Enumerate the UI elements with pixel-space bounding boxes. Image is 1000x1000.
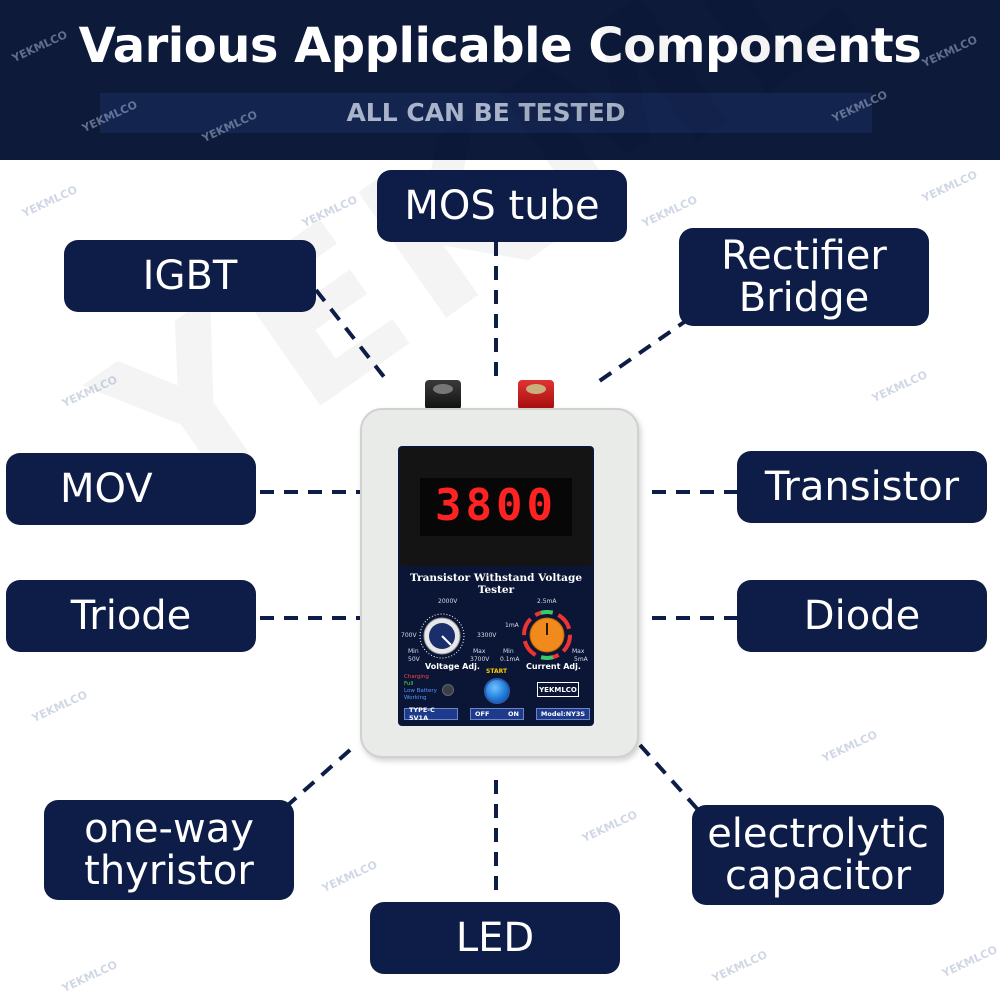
label-text: capacitor	[724, 853, 912, 899]
label-mos-tube: MOS tube	[377, 170, 627, 242]
page-subtitle: ALL CAN BE TESTED	[346, 98, 626, 127]
label-igbt: IGBT	[64, 240, 316, 312]
label-text: MOS tube	[404, 183, 600, 229]
label-text: Transistor	[764, 464, 960, 510]
connector-thyristor	[286, 748, 352, 807]
label-text: LED	[455, 915, 535, 961]
label-diode: Diode	[737, 580, 987, 652]
power-switch[interactable]: OFF ON	[470, 708, 524, 720]
label-rectifier-bridge: Rectifier Bridge	[679, 228, 929, 326]
current-max-value: 5mA	[574, 656, 588, 663]
label-text: Diode	[803, 593, 921, 639]
label-electrolytic-capacitor: electrolytic capacitor	[692, 805, 944, 905]
black-terminal-top	[433, 384, 453, 394]
model-text: Model:NY3S	[540, 710, 586, 718]
type-c-text: TYPE-C 5V1A	[409, 706, 435, 722]
switch-off-label: OFF	[475, 710, 490, 718]
brand-badge: YEKMLCO	[537, 682, 579, 697]
subtitle-bar	[100, 93, 872, 133]
model-label: Model:NY3S	[536, 708, 590, 720]
red-terminal-top	[526, 384, 546, 394]
display-screen	[420, 478, 572, 536]
status-led	[442, 684, 454, 696]
voltage-scale-left: 700V	[401, 632, 417, 639]
connector-rectifier	[596, 316, 692, 384]
switch-on-label: ON	[508, 710, 519, 718]
voltage-min-value: 50V	[408, 656, 420, 663]
current-adj-label: Current Adj.	[526, 662, 581, 671]
label-text: one-way	[84, 806, 254, 852]
current-knob[interactable]	[522, 610, 572, 660]
page-title: Various Applicable Components	[78, 18, 922, 74]
status-full: Full	[404, 681, 414, 687]
label-transistor: Transistor	[737, 451, 987, 523]
current-scale-top: 2.5mA	[537, 598, 557, 605]
status-charging: Charging	[404, 674, 429, 680]
label-text: MOV	[60, 466, 153, 512]
start-button[interactable]	[484, 678, 510, 704]
current-min: Min	[503, 648, 514, 655]
label-led: LED	[370, 902, 620, 974]
device-panel-title: Transistor Withstand Voltage Tester	[410, 572, 582, 596]
current-scale-left: 1mA	[505, 622, 519, 629]
label-text: electrolytic	[707, 811, 929, 857]
voltage-knob[interactable]	[418, 612, 466, 660]
status-low-battery: Low Battery	[404, 688, 437, 694]
current-max: Max	[572, 648, 585, 655]
connector-igbt	[314, 288, 390, 384]
header-banner	[0, 0, 1000, 160]
label-text: Bridge	[738, 275, 870, 321]
start-label: START	[486, 668, 508, 675]
label-triode: Triode	[6, 580, 256, 652]
voltage-scale-top: 2000V	[438, 598, 458, 605]
connector-electrolytic	[638, 743, 702, 814]
label-one-way-thyristor: one-way thyristor	[44, 800, 294, 900]
voltage-adj-label: Voltage Adj.	[425, 662, 480, 671]
label-text: IGBT	[142, 253, 238, 299]
label-text: thyristor	[84, 848, 254, 894]
current-min-value: 0.1mA	[500, 656, 520, 663]
display-value: 3800	[435, 480, 557, 531]
status-working: Working	[404, 695, 427, 701]
label-text: Rectifier	[721, 233, 887, 279]
voltage-max-value: 3700V	[470, 656, 490, 663]
label-text: Triode	[70, 593, 192, 639]
type-c-port-label: TYPE-C 5V1A	[404, 706, 458, 722]
voltage-scale-right: 3300V	[477, 632, 497, 639]
label-mov: MOV	[6, 453, 256, 525]
voltage-max: Max	[473, 648, 486, 655]
voltage-min: Min	[408, 648, 419, 655]
